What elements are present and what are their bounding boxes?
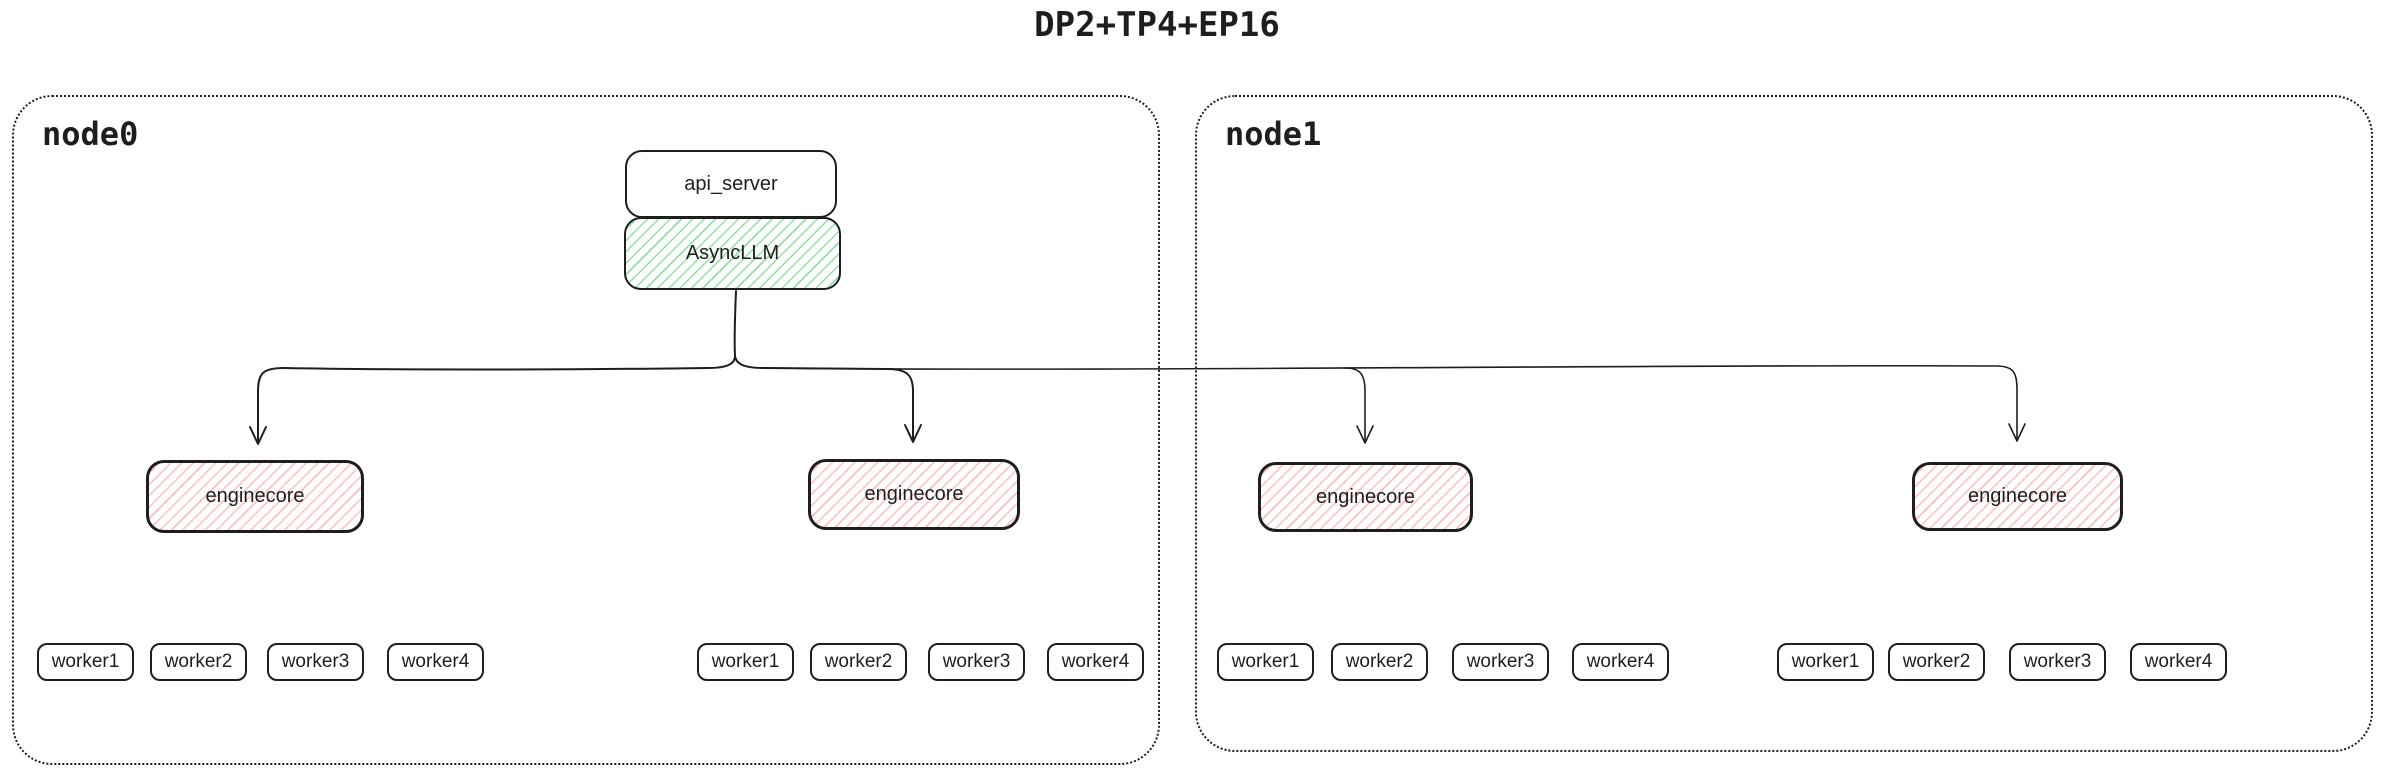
worker-label: worker3: [942, 651, 1011, 672]
worker-label: worker4: [401, 651, 470, 672]
enginecore-label: enginecore: [205, 485, 305, 507]
enginecore-label: enginecore: [864, 483, 964, 505]
worker-box: worker3: [928, 643, 1025, 681]
worker-box: worker4: [2130, 643, 2227, 681]
worker-box: worker1: [697, 643, 794, 681]
enginecore-label: enginecore: [1968, 485, 2067, 507]
api-server-label: api_server: [684, 172, 778, 195]
worker-box: worker4: [1047, 643, 1144, 681]
worker-box: worker2: [1888, 643, 1985, 681]
worker-box: worker3: [267, 643, 364, 681]
worker-label: worker3: [2023, 651, 2092, 672]
worker-box: worker1: [1217, 643, 1314, 681]
worker-label: worker2: [1902, 651, 1971, 672]
worker-label: worker3: [281, 651, 350, 672]
enginecore-box-1: enginecore: [146, 460, 364, 533]
node0-label: node0: [42, 115, 139, 153]
enginecore-label: enginecore: [1316, 485, 1415, 508]
worker-box: worker2: [150, 643, 247, 681]
worker-box: worker2: [1331, 643, 1428, 681]
api-server-box: api_server: [625, 150, 837, 218]
worker-box: worker3: [2009, 643, 2106, 681]
worker-box: worker4: [387, 643, 484, 681]
worker-label: worker2: [824, 651, 893, 672]
worker-label: worker1: [711, 651, 780, 672]
diagram-title: DP2+TP4+EP16: [1034, 5, 1280, 45]
worker-label: worker4: [2144, 651, 2213, 672]
enginecore-box-4: enginecore: [1912, 462, 2123, 531]
worker-box: worker1: [1777, 643, 1874, 681]
enginecore-box-2: enginecore: [808, 459, 1020, 530]
worker-box: worker3: [1452, 643, 1549, 681]
worker-label: worker1: [1231, 651, 1300, 672]
asyncllm-box: AsyncLLM: [624, 217, 841, 290]
worker-label: worker1: [51, 651, 120, 672]
worker-label: worker4: [1586, 651, 1655, 672]
worker-label: worker4: [1061, 651, 1130, 672]
node1-label: node1: [1225, 115, 1322, 153]
asyncllm-label: AsyncLLM: [685, 242, 780, 264]
worker-box: worker2: [810, 643, 907, 681]
worker-label: worker1: [1791, 651, 1860, 672]
worker-label: worker2: [164, 651, 233, 672]
worker-box: worker1: [37, 643, 134, 681]
worker-box: worker4: [1572, 643, 1669, 681]
enginecore-box-3: enginecore: [1258, 462, 1473, 532]
worker-label: worker2: [1345, 651, 1414, 672]
worker-label: worker3: [1466, 651, 1535, 672]
